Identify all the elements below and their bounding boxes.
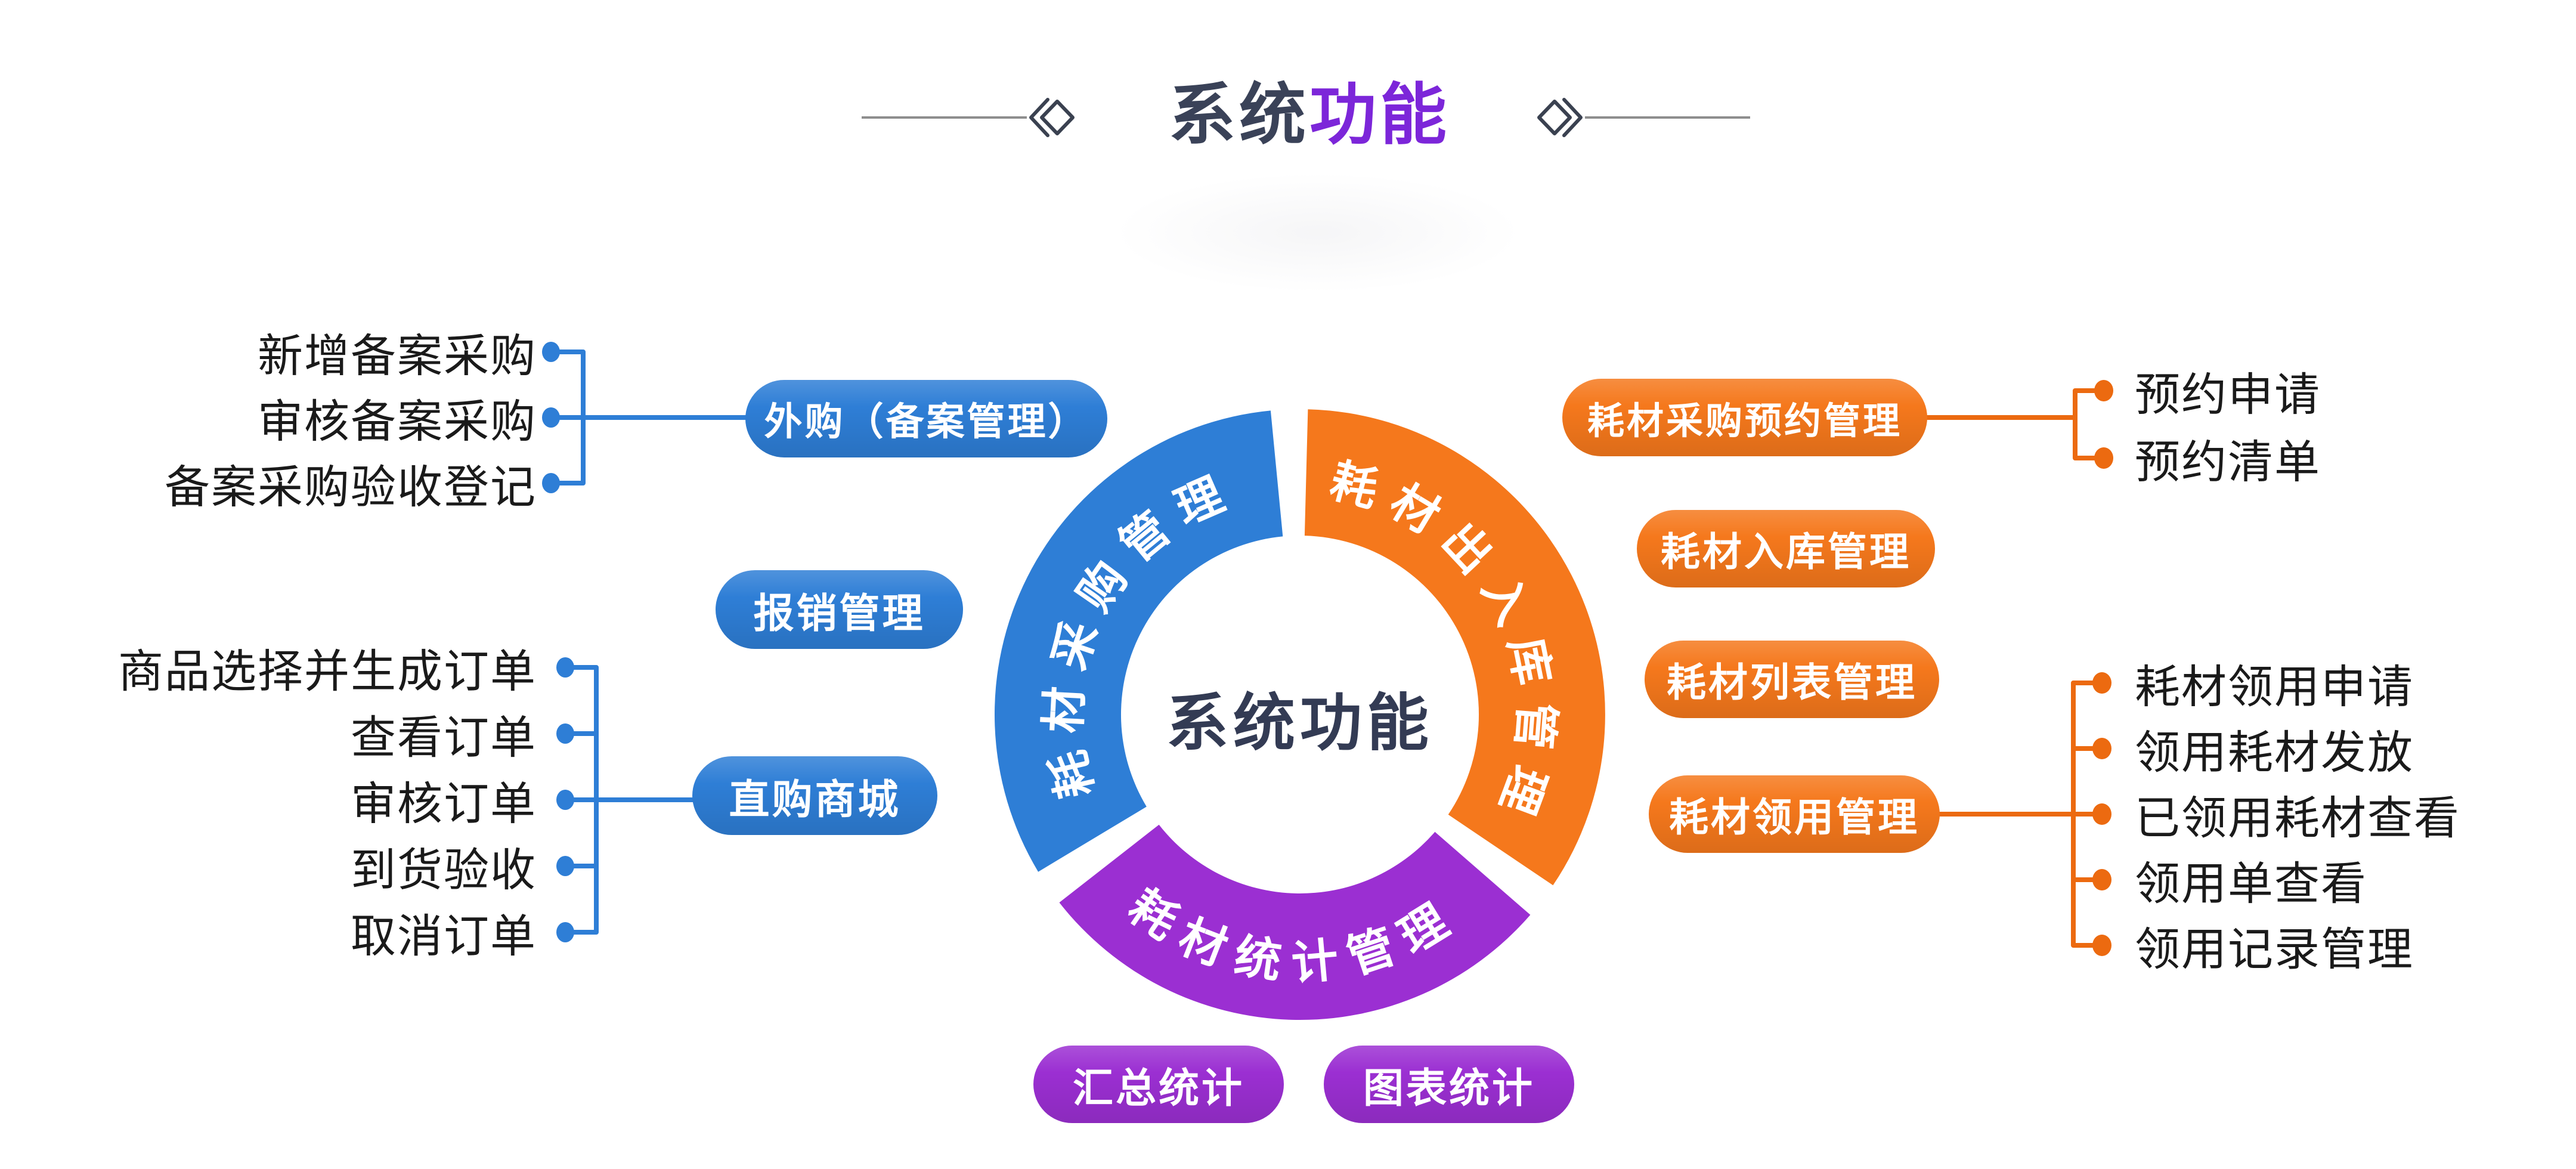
- item-reserve-2: 预约清单: [2135, 435, 2321, 488]
- item-mall-2: 查看订单: [351, 711, 537, 764]
- item-requisition-2: 领用耗材发放: [2135, 726, 2414, 779]
- connector-mall-group: [556, 657, 697, 942]
- donut-segment-procurement: [994, 410, 1283, 872]
- pill-purchase-reserve: 耗材采购预约管理: [1562, 379, 1927, 456]
- svg-text:耗材出入库管理: 耗材出入库管理: [1325, 454, 1563, 834]
- item-mall-3: 审核订单: [351, 777, 537, 830]
- pill-summary-stats: 汇总统计: [1033, 1046, 1284, 1123]
- title-decoration-right: [1537, 98, 1750, 137]
- item-record-2: 审核备案采购: [258, 395, 537, 448]
- connector-dot: [542, 473, 560, 493]
- item-mall-4: 到货验收: [351, 843, 537, 896]
- connector-dot: [2092, 803, 2111, 825]
- connector-dot: [556, 790, 574, 810]
- connector-dot: [2092, 869, 2111, 890]
- item-record-1: 新增备案采购: [258, 329, 537, 382]
- donut-segment-inout: [1304, 409, 1605, 886]
- connector-dot: [556, 723, 574, 744]
- item-mall-1: 商品选择并生成订单: [118, 645, 537, 698]
- title-decoration-left: [862, 98, 1075, 137]
- pill-chart-stats: 图表统计: [1324, 1046, 1574, 1123]
- page-title-part2: 功能: [1309, 76, 1450, 154]
- page-title-part1: 系统: [1169, 76, 1309, 154]
- item-requisition-5: 领用记录管理: [2135, 923, 2414, 976]
- donut-label-inout: 耗材出入库管理: [1325, 454, 1549, 834]
- connector-dot: [556, 657, 574, 678]
- donut-center-label: 系统功能: [1166, 686, 1433, 759]
- item-requisition-4: 领用单查看: [2135, 857, 2367, 910]
- item-record-3: 备案采购验收登记: [165, 460, 537, 514]
- connector-dot: [2092, 738, 2111, 759]
- connector-dot: [542, 407, 560, 428]
- pill-reimbursement: 报销管理: [716, 570, 963, 649]
- pill-record-management: 外购（备案管理）: [745, 380, 1107, 457]
- pill-list-management: 耗材列表管理: [1645, 641, 1939, 718]
- page-title: 系统功能: [1169, 76, 1447, 154]
- connector-dot: [2094, 380, 2113, 401]
- title-soft-shadow: [1115, 173, 1521, 292]
- pill-requisition: 耗材领用管理: [1649, 775, 1940, 853]
- connector-reserve-group: [1924, 380, 2113, 469]
- connector-dot: [2092, 935, 2111, 956]
- pill-direct-mall: 直购商城: [692, 756, 937, 835]
- connector-requisition-group: [1936, 672, 2111, 956]
- connector-dot: [2092, 672, 2111, 694]
- donut-segment-stats: [1059, 824, 1531, 1020]
- connector-dot: [556, 922, 574, 942]
- item-mall-5: 取消订单: [351, 910, 537, 963]
- pill-inbound: 耗材入库管理: [1637, 510, 1935, 587]
- item-reserve-1: 预约申请: [2135, 368, 2321, 421]
- item-requisition-3: 已领用耗材查看: [2135, 791, 2460, 845]
- connector-dot: [2094, 447, 2113, 469]
- connector-record-group: [542, 342, 749, 493]
- connector-dot: [556, 856, 574, 876]
- connector-dot: [542, 342, 560, 362]
- item-requisition-1: 耗材领用申请: [2135, 660, 2414, 713]
